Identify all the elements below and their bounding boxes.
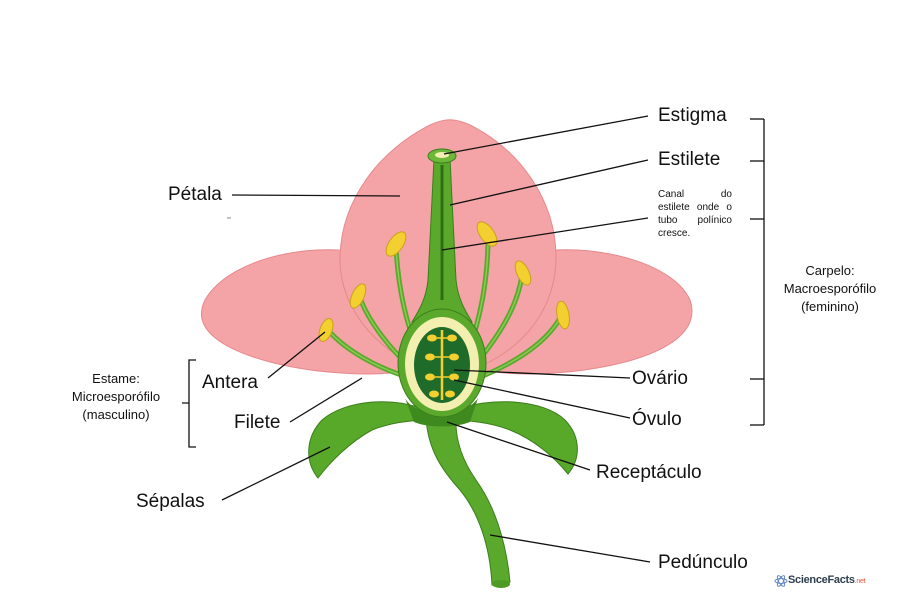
- receptacle: [405, 398, 478, 427]
- label-petala: Pétala: [168, 184, 222, 205]
- leader-petala: [231, 194, 401, 197]
- label-estilete: Estilete: [658, 149, 721, 170]
- label-ovario: Ovário: [632, 368, 688, 389]
- leader-estilete: [449, 159, 649, 206]
- leader-ovario: [453, 369, 631, 379]
- label-filete: Filete: [234, 412, 281, 433]
- logo-name: ScienceFacts: [788, 574, 855, 586]
- group-carpelo: Carpelo: Macroesporófilo (feminino): [774, 262, 886, 316]
- peduncle-end: [492, 580, 510, 588]
- label-ovulo: Óvulo: [632, 409, 682, 430]
- carpelo-bracket: [750, 118, 765, 426]
- leader-ovulo: [453, 379, 631, 419]
- leader-receptaculo: [446, 421, 591, 471]
- ovules: [425, 334, 459, 398]
- carpelo-line3: (feminino): [801, 299, 859, 314]
- group-estame: Estame: Microesporófilo (masculino): [56, 370, 176, 424]
- leader-pedunculo: [489, 534, 651, 563]
- sepal-left: [308, 401, 433, 479]
- leader-sepalas: [221, 446, 331, 501]
- estame-line2: Microesporófilo: [71, 389, 161, 404]
- carpelo-line2: Macroesporófilo: [783, 281, 877, 296]
- label-receptaculo: Receptáculo: [596, 462, 702, 483]
- estame-line3: (masculino): [82, 407, 150, 422]
- estame-bracket: [182, 359, 196, 448]
- carpelo-title: Carpelo:: [805, 263, 855, 278]
- leader-filete: [289, 377, 363, 423]
- logo-suffix: .net: [854, 578, 866, 585]
- label-sepalas: Sépalas: [136, 491, 205, 512]
- logo-atom-icon: [774, 575, 788, 587]
- peduncle: [425, 417, 511, 586]
- label-estigma: Estigma: [658, 105, 727, 126]
- estame-title: Estame:: [92, 371, 140, 386]
- leader-antera: [267, 331, 326, 379]
- anthers: [318, 221, 570, 342]
- leader-canal: [441, 217, 649, 251]
- leader-lines: [221, 115, 651, 563]
- leader-estigma: [443, 115, 649, 155]
- label-pedunculo: Pedúnculo: [658, 552, 748, 573]
- sciencefacts-logo: ScienceFacts.net: [788, 574, 866, 586]
- sepal-right: [447, 401, 578, 475]
- label-antera: Antera: [202, 372, 258, 393]
- label-canal: Canal do estilete onde o tubo polínico c…: [658, 189, 732, 239]
